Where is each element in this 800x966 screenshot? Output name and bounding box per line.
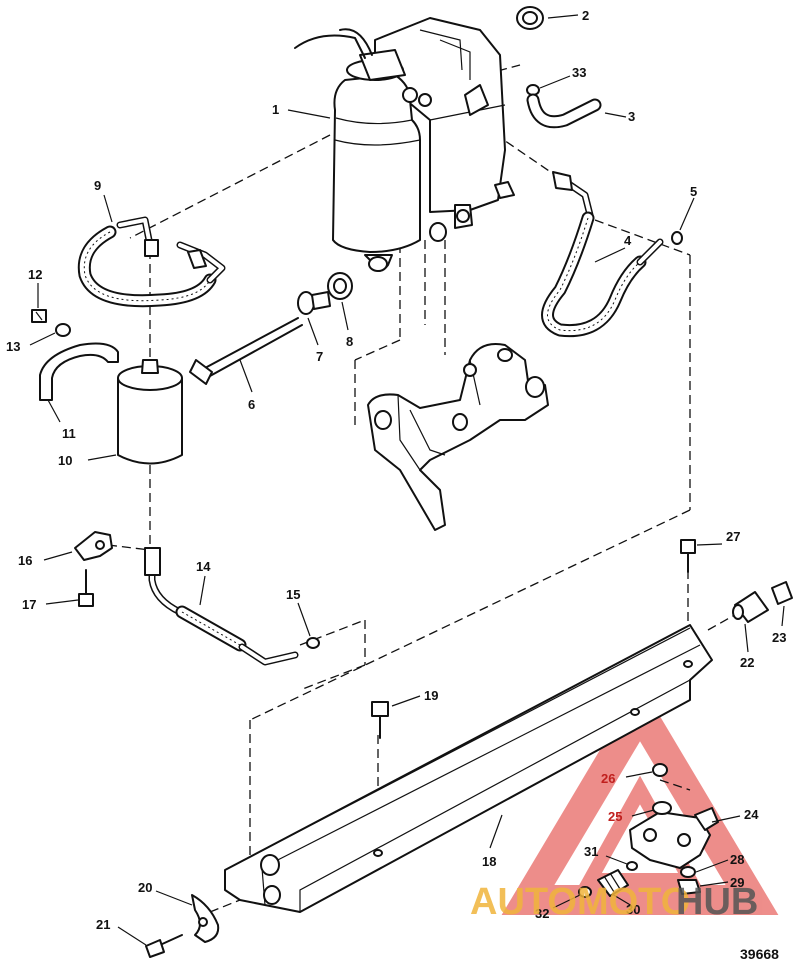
callout-7: 7 xyxy=(316,349,323,364)
callout-3: 3 xyxy=(628,109,635,124)
callout-5: 5 xyxy=(690,184,697,199)
callout-24: 24 xyxy=(744,807,759,822)
callout-22: 22 xyxy=(740,655,754,670)
part-12-screw xyxy=(31,309,47,323)
part-2-grommet xyxy=(516,6,544,30)
callout-4: 4 xyxy=(624,233,632,248)
part-24-bracket xyxy=(629,807,719,869)
part-15-o-ring xyxy=(306,637,320,649)
part-4-fuel-hose-assembly xyxy=(541,171,664,338)
callout-27: 27 xyxy=(726,529,740,544)
part-8-grommet xyxy=(327,272,353,300)
callout-14: 14 xyxy=(196,559,211,574)
part-26-o-ring xyxy=(652,763,668,777)
part-5-o-ring xyxy=(671,231,683,245)
callout-25: 25 xyxy=(608,809,622,824)
callout-2: 2 xyxy=(582,8,589,23)
callout-17: 17 xyxy=(22,597,36,612)
callout-28: 28 xyxy=(730,852,744,867)
part-9-fuel-hose-assembly xyxy=(77,216,226,308)
callout-18: 18 xyxy=(482,854,496,869)
part-20-clip xyxy=(191,894,220,943)
part-11-bracket xyxy=(39,342,119,401)
part-28-washer xyxy=(680,866,696,878)
callout-21: 21 xyxy=(96,917,110,932)
callout-29: 29 xyxy=(730,875,744,890)
callout-23: 23 xyxy=(772,630,786,645)
part-3-vent-hose xyxy=(526,93,602,129)
watermark-text: AUTOMOTO HUB xyxy=(470,881,758,923)
part-16-bracket xyxy=(74,531,113,561)
part-10-fuel-filter xyxy=(117,359,183,465)
callout-9: 9 xyxy=(94,178,101,193)
leader-lines xyxy=(29,14,785,946)
callout-15: 15 xyxy=(286,587,300,602)
mounting-bracket-casting xyxy=(367,343,549,531)
part-23-cap xyxy=(771,581,793,605)
callout-labels: 1 2 3 33 4 5 6 7 8 9 10 11 12 13 14 15 1… xyxy=(6,8,786,932)
callout-11: 11 xyxy=(62,426,76,441)
callout-33: 33 xyxy=(572,65,586,80)
part-14-fuel-line xyxy=(144,547,299,666)
part-31-o-ring xyxy=(626,861,638,871)
callout-8: 8 xyxy=(346,334,353,349)
part-21-screw xyxy=(145,934,183,958)
callout-10: 10 xyxy=(58,453,72,468)
callout-20: 20 xyxy=(138,880,152,895)
part-25-o-ring xyxy=(652,801,672,815)
part-22-fitting xyxy=(732,591,769,623)
part-18-fuel-rail xyxy=(224,624,713,913)
part-17-screw xyxy=(78,569,94,607)
part-32-o-ring xyxy=(578,886,592,898)
watermark-word-automoto: AUTOMOTO xyxy=(470,881,690,923)
part-6-bolt xyxy=(189,317,303,385)
part-19-screw xyxy=(371,701,389,739)
part-27-screw xyxy=(680,539,696,573)
callout-6: 6 xyxy=(248,397,255,412)
callout-26: 26 xyxy=(601,771,615,786)
callout-32: 32 xyxy=(535,906,549,921)
watermark-triangle-outer xyxy=(501,682,779,915)
drawing-number: 39668 xyxy=(740,946,779,962)
watermark-word-hub: HUB xyxy=(676,881,758,923)
callout-16: 16 xyxy=(18,553,32,568)
callout-30: 30 xyxy=(626,902,640,917)
part-30-fitting xyxy=(597,869,629,897)
part-29-nut xyxy=(677,879,701,895)
callout-19: 19 xyxy=(424,688,438,703)
callout-1: 1 xyxy=(272,102,279,117)
callout-13: 13 xyxy=(6,339,20,354)
part-1-fuel-separator-assembly xyxy=(294,17,515,272)
callout-12: 12 xyxy=(28,267,42,282)
callout-31: 31 xyxy=(584,844,598,859)
part-13-washer xyxy=(55,323,71,337)
part-7-washer xyxy=(297,291,331,315)
